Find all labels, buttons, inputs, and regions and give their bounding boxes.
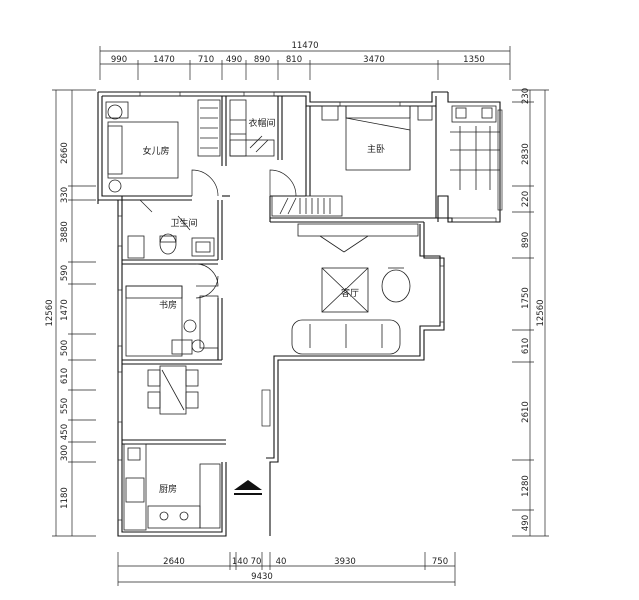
bathroom-fixtures [127, 233, 215, 259]
left-dim-10: 300 [60, 445, 70, 461]
bottom-dimension-lines [117, 552, 456, 586]
top-dim-6: 810 [286, 55, 302, 65]
top-total-dim: 11470 [291, 41, 318, 51]
armchair [381, 267, 411, 303]
left-dimension-lines [52, 89, 96, 537]
bottom-total-dim: 9430 [251, 572, 273, 582]
right-dim-7: 2610 [521, 401, 531, 423]
room-label-girls-room: 女儿房 [142, 145, 169, 157]
right-dim-5: 1750 [521, 287, 531, 309]
left-dim-2: 330 [60, 187, 70, 203]
master-closet [450, 105, 500, 190]
bottom-dim-6: 750 [432, 557, 448, 567]
room-label-cloakroom: 衣帽间 [248, 117, 275, 129]
left-dim-3: 3880 [60, 221, 70, 243]
bottom-dim-2: 140 [232, 557, 248, 567]
room-label-study: 书房 [159, 299, 177, 311]
right-dim-8: 1280 [521, 475, 531, 497]
windows [117, 91, 503, 521]
dining-table [147, 365, 199, 415]
master-bed [321, 105, 433, 171]
left-dim-7: 610 [60, 368, 70, 384]
kitchen-counter [123, 443, 221, 531]
right-dimension-lines [512, 89, 549, 537]
left-dim-6: 500 [60, 340, 70, 356]
right-total-dim: 12560 [536, 299, 546, 326]
left-dim-11: 1180 [60, 487, 70, 509]
cloakroom-shelves [229, 99, 275, 157]
bottom-dim-1: 2640 [163, 557, 185, 567]
study-bed [125, 285, 219, 357]
bottom-dim-4: 40 [276, 557, 287, 567]
top-dim-3: 710 [198, 55, 214, 65]
top-dim-2: 1470 [153, 55, 175, 65]
left-dim-5: 1470 [60, 299, 70, 321]
top-dim-5: 890 [254, 55, 270, 65]
entrance-arrow-icon [234, 480, 262, 490]
left-dim-9: 450 [60, 424, 70, 440]
left-total-dim: 12560 [45, 299, 55, 326]
bottom-dim-5: 3930 [334, 557, 356, 567]
room-label-living-room: 客厅 [341, 287, 359, 299]
right-dim-9: 490 [521, 515, 531, 531]
girls-room-bed [105, 101, 179, 193]
top-dim-1: 990 [111, 55, 127, 65]
right-dim-6: 610 [521, 338, 531, 354]
coffee-table [321, 267, 369, 313]
room-label-bathroom: 卫生间 [170, 217, 197, 229]
room-label-kitchen: 厨房 [159, 483, 177, 495]
doors [139, 169, 297, 299]
top-dimension-lines [99, 46, 511, 80]
right-dim-4: 890 [521, 232, 531, 248]
left-dim-1: 2660 [60, 142, 70, 164]
tv-cabinet [297, 223, 419, 253]
right-dim-2: 2830 [521, 143, 531, 165]
room-label-master-bedroom: 主卧 [367, 143, 385, 155]
right-dim-1: 230 [521, 88, 531, 104]
left-dim-4: 590 [60, 265, 70, 281]
sofa [291, 319, 401, 355]
girls-room-wardrobe [197, 99, 221, 157]
cloakroom-closet [271, 195, 343, 217]
top-dim-4: 490 [226, 55, 242, 65]
bottom-dim-3: 70 [251, 557, 262, 567]
left-dim-8: 550 [60, 398, 70, 414]
top-dim-8: 1350 [463, 55, 485, 65]
right-dim-3: 220 [521, 191, 531, 207]
top-dim-7: 3470 [363, 55, 385, 65]
